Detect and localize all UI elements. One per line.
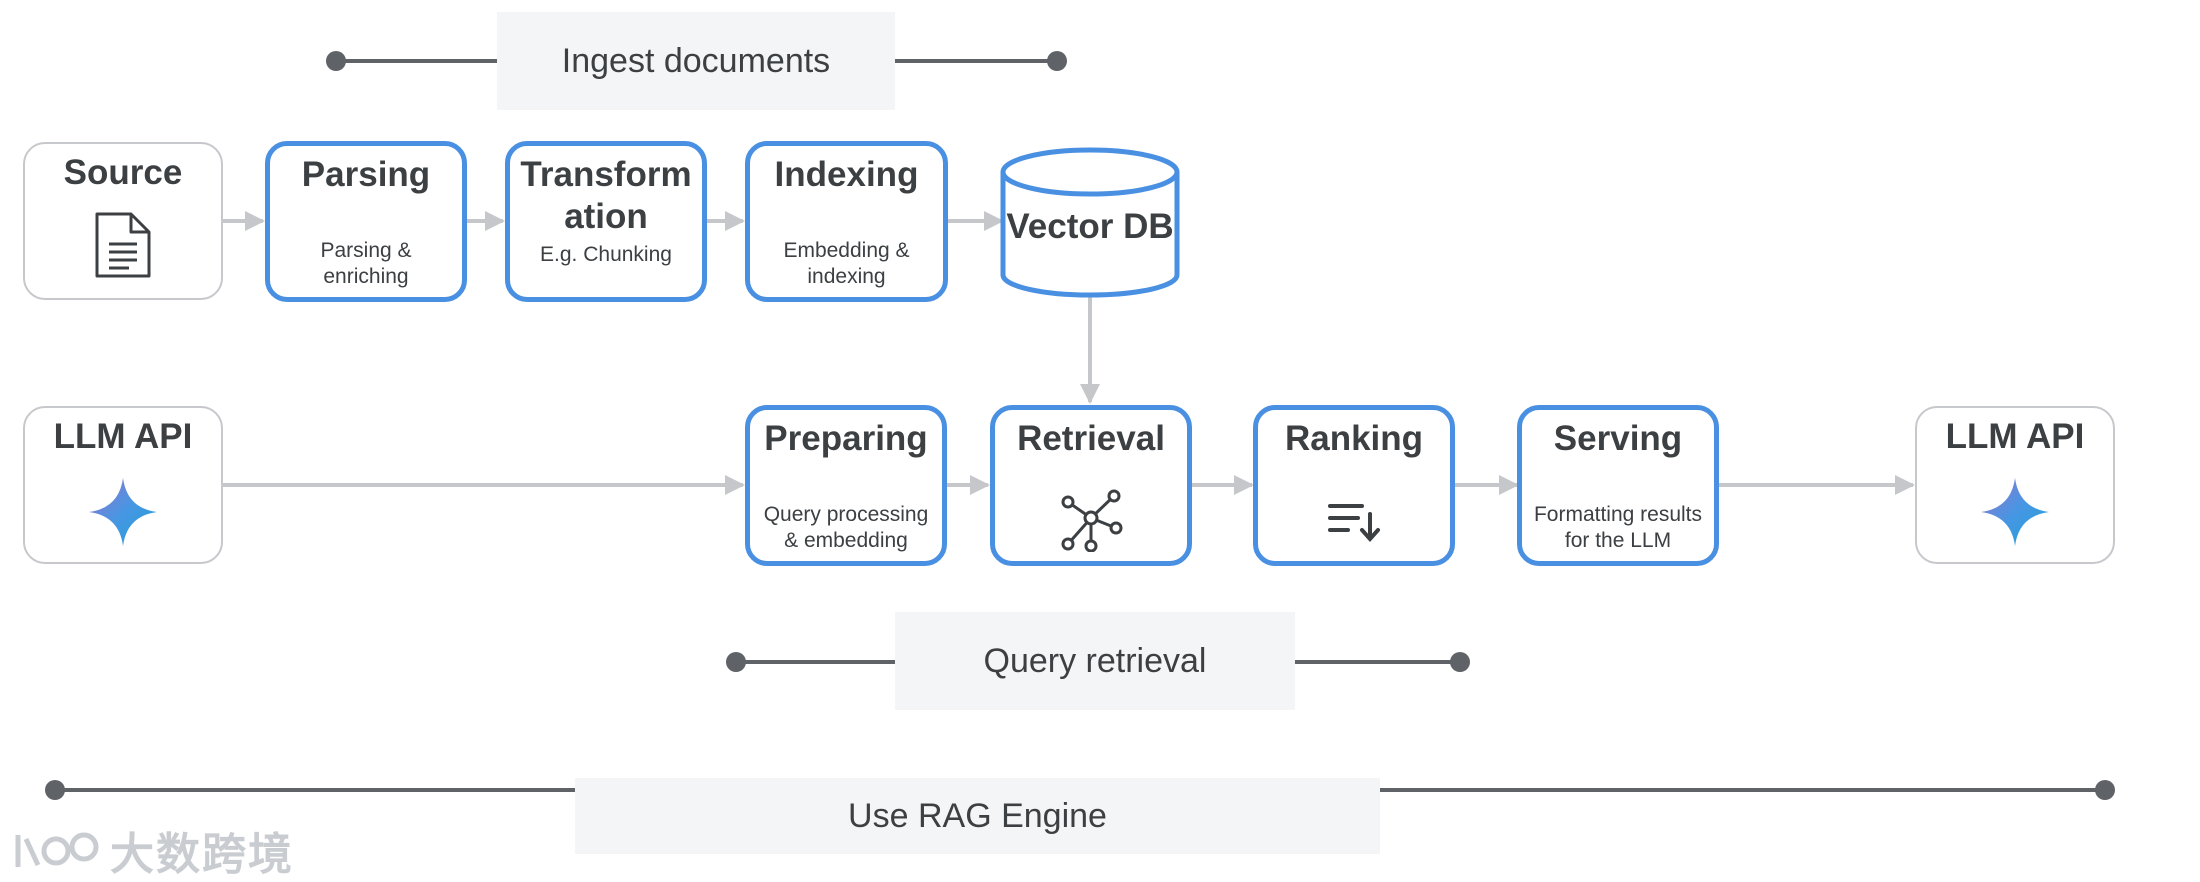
watermark-text: 大数跨境 [110, 830, 294, 879]
query-timeline [726, 652, 1470, 672]
network-nodes-icon [1061, 489, 1123, 552]
ingest-timeline [326, 51, 1067, 71]
serving-desc-line1: Formatting results [1533, 503, 1703, 526]
gemini-sparkle-icon [1981, 478, 2049, 546]
llm-api-output-node: LLM API [1915, 406, 2115, 564]
transformation-desc: E.g. Chunking [540, 243, 672, 266]
transformation-title-line1: Transform [520, 155, 692, 194]
document-icon [95, 212, 151, 278]
retrieval-node: Retrieval [990, 405, 1192, 566]
ingest-documents-label: Ingest documents [497, 12, 895, 110]
llm-api-input-title: LLM API [53, 417, 193, 456]
retrieval-title: Retrieval [1017, 419, 1165, 458]
gemini-sparkle-icon [89, 478, 157, 546]
parsing-desc-line2: enriching [323, 265, 409, 288]
indexing-node: Indexing Embedding & indexing [745, 141, 948, 302]
indexing-desc-line2: indexing [807, 265, 886, 288]
ranking-node: Ranking [1253, 405, 1455, 566]
llm-api-output-title: LLM API [1945, 417, 2085, 456]
use-timeline [45, 780, 2115, 800]
preparing-title: Preparing [764, 419, 928, 458]
parsing-node: Parsing Parsing & enriching [265, 141, 467, 302]
vector-db-title: Vector DB [1006, 207, 1174, 246]
source-node: Source [23, 142, 223, 300]
source-title: Source [63, 153, 183, 192]
llm-api-input-node: LLM API [23, 406, 223, 564]
preparing-node: Preparing Query processing & embedding [745, 405, 947, 566]
ranking-title: Ranking [1284, 419, 1424, 458]
watermark-logo-icon [15, 832, 99, 867]
ingest-arrows [223, 211, 1100, 404]
preparing-desc-line2: & embedding [784, 529, 908, 552]
transformation-node: Transform ation E.g. Chunking [505, 141, 707, 302]
sort-list-icon [1328, 504, 1380, 543]
indexing-desc-line1: Embedding & [783, 239, 910, 262]
serving-desc-line2: for the LLM [1564, 529, 1672, 552]
indexing-title: Indexing [774, 155, 919, 194]
preparing-desc-line1: Query processing [763, 503, 929, 526]
vector-db-cylinder [1000, 147, 1180, 298]
serving-title: Serving [1553, 419, 1683, 458]
serving-node: Serving Formatting results for the LLM [1517, 405, 1719, 566]
transformation-title-line2: ation [564, 197, 648, 236]
parsing-desc-line1: Parsing & [320, 239, 412, 262]
query-retrieval-label: Query retrieval [895, 612, 1295, 710]
use-rag-engine-label: Use RAG Engine [575, 778, 1380, 854]
watermark: 大数跨境 [12, 818, 294, 882]
parsing-title: Parsing [301, 155, 431, 194]
